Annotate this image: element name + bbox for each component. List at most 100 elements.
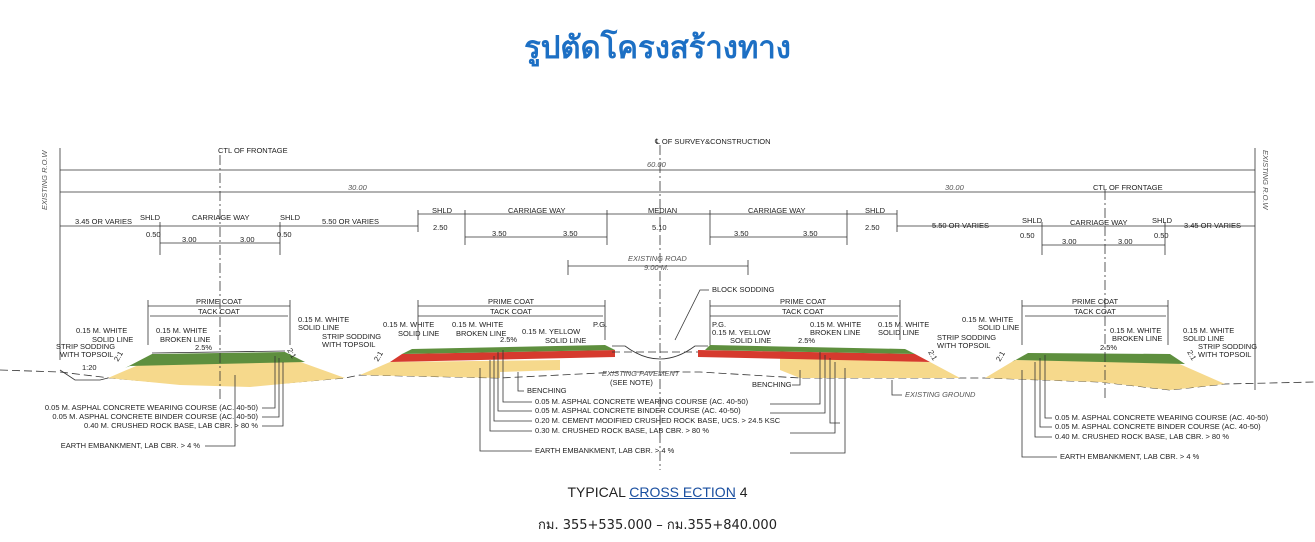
lc-yellow-1: 0.15 M. YELLOW xyxy=(522,327,581,336)
left-half-width: 30.00 xyxy=(348,183,368,192)
right-tack-coat: TACK COAT xyxy=(1074,307,1116,316)
lc-crushed: 0.30 M. CRUSHED ROCK BASE, LAB CBR. > 80… xyxy=(535,426,709,435)
left-tack-coat: TACK COAT xyxy=(198,307,240,316)
l-sodding-r-2: WITH TOPSOIL xyxy=(322,340,375,349)
left-shld-a-width: 0.50 xyxy=(146,230,161,239)
lc-white-solid-2: SOLID LINE xyxy=(398,329,439,338)
right-shld-b: SHLD xyxy=(1152,216,1173,225)
leader xyxy=(792,370,801,386)
lc-shld: SHLD xyxy=(432,206,453,215)
lc-white-broken-1: 0.15 M. WHITE xyxy=(452,320,503,329)
left-surface xyxy=(151,350,286,354)
left-shld-b-width: 0.50 xyxy=(277,230,292,239)
r-white-solid-r-1: 0.15 M. WHITE xyxy=(1183,326,1234,335)
r-slope: 2.5% xyxy=(1100,343,1117,352)
right-half-width: 30.00 xyxy=(945,183,965,192)
rc-shld-width: 2.50 xyxy=(865,223,880,232)
l-wearing: 0.05 M. ASPHAL CONCRETE WEARING COURSE (… xyxy=(45,403,259,412)
leader xyxy=(829,358,840,424)
l-binder: 0.05 M. ASPHAL CONCRETE BINDER COURSE (A… xyxy=(52,412,258,421)
median-depression xyxy=(612,345,708,360)
cross-section-link[interactable]: CROSS ECTION xyxy=(629,484,736,500)
right-carriage-way: CARRIAGE WAY xyxy=(1070,218,1128,227)
leader xyxy=(489,360,532,432)
leader xyxy=(262,358,280,418)
rc-coats: PRIME COAT TACK COAT xyxy=(709,297,901,345)
lc-coats: PRIME COAT TACK COAT xyxy=(417,297,606,340)
leader xyxy=(479,368,532,452)
right-shld-b-width: 0.50 xyxy=(1154,231,1169,240)
right-coats: PRIME COAT TACK COAT xyxy=(1021,297,1169,345)
lc-lane-2: 3.50 xyxy=(563,229,578,238)
rc-sodding-1: STRIP SODDING xyxy=(937,333,996,342)
r-white-solid-2: SOLID LINE xyxy=(978,323,1019,332)
rc-benching: BENCHING xyxy=(752,380,792,389)
leader xyxy=(1034,362,1052,438)
rc-prime-coat: PRIME COAT xyxy=(780,297,827,306)
leader xyxy=(770,352,821,405)
l-ditch-slope: 1:20 xyxy=(82,363,97,372)
leader xyxy=(1039,358,1052,428)
left-shld-a: SHLD xyxy=(140,213,161,222)
existing-ground-label: EXISTING GROUND xyxy=(905,390,976,399)
rc-lane-2: 3.50 xyxy=(803,229,818,238)
l-crushed: 0.40 M. CRUSHED ROCK BASE, LAB CBR. > 80… xyxy=(84,421,258,430)
r-white-solid-1: 0.15 M. WHITE xyxy=(962,315,1013,324)
km-range: กม. 355+535.000 – กม.355+840.000 xyxy=(538,518,777,533)
lc-benching: BENCHING xyxy=(527,386,567,395)
lc-white-broken-2: BROKEN LINE xyxy=(456,329,506,338)
leader xyxy=(262,362,284,427)
lc-binder: 0.05 M. ASPHAL CONCRETE BINDER COURSE (A… xyxy=(535,406,741,415)
r-sodding-1: STRIP SODDING xyxy=(1198,342,1257,351)
rc-lane-1: 3.50 xyxy=(734,229,749,238)
existing-road-width: 9.00 M. xyxy=(644,263,669,272)
existing-road-label: EXISTING ROAD xyxy=(628,254,687,263)
r-earth: EARTH EMBANKMENT, LAB CBR. > 4 % xyxy=(1060,452,1200,461)
rc-sodding-2: WITH TOPSOIL xyxy=(937,341,990,350)
left-outer-varies: 3.45 OR VARIES xyxy=(75,217,132,226)
right-asphalt-layer xyxy=(1012,353,1185,364)
left-lane-1: 3.00 xyxy=(182,235,197,244)
caption-prefix: TYPICAL xyxy=(567,484,630,500)
left-prime-coat: PRIME COAT xyxy=(196,297,243,306)
left-shld-b: SHLD xyxy=(280,213,301,222)
l-white-solid-2: SOLID LINE xyxy=(92,335,133,344)
lc-wearing: 0.05 M. ASPHAL CONCRETE WEARING COURSE (… xyxy=(535,397,749,406)
rc-tack-coat: TACK COAT xyxy=(782,307,824,316)
right-outer-varies: 3.45 OR VARIES xyxy=(1184,221,1241,230)
right-row-label: EXISTING R.O.W xyxy=(1261,150,1270,211)
page-title: รูปตัดโครงสร้างทาง xyxy=(524,30,791,66)
rc-asphalt-layer xyxy=(705,345,915,354)
left-ctl-label: CTL OF FRONTAGE xyxy=(218,146,288,155)
left-asphalt-layer xyxy=(125,352,305,368)
leader xyxy=(497,352,532,412)
right-lane-2: 3.00 xyxy=(1118,237,1133,246)
lc-prime-coat: PRIME COAT xyxy=(488,297,535,306)
rc-yellow-1: 0.15 M. YELLOW xyxy=(712,328,771,337)
lc-earth: EARTH EMBANKMENT, LAB CBR. > 4 % xyxy=(535,446,675,455)
l-white-solid-1: 0.15 M. WHITE xyxy=(76,326,127,335)
rc-yellow-2: SOLID LINE xyxy=(730,336,771,345)
total-width: 60.00 xyxy=(647,160,667,169)
lc-pg: P.G. xyxy=(593,320,607,329)
figure-caption: TYPICAL CROSS ECTION 4 xyxy=(0,484,1315,500)
left-lane-2: 3.00 xyxy=(240,235,255,244)
r-wearing: 0.05 M. ASPHAL CONCRETE WEARING COURSE (… xyxy=(1055,413,1269,422)
leader xyxy=(674,289,709,341)
l-white-broken-1: 0.15 M. WHITE xyxy=(156,326,207,335)
right-shld-a-width: 0.50 xyxy=(1020,231,1035,240)
leader xyxy=(770,355,826,414)
lc-slope: 2.5% xyxy=(500,335,517,344)
rc-white-broken-2: BROKEN LINE xyxy=(810,328,860,337)
centerline-label: ℄ OF SURVEY&CONSTRUCTION xyxy=(654,137,771,146)
lc-asphalt-layer xyxy=(402,345,615,354)
leader xyxy=(493,356,532,422)
l-white-broken-2: BROKEN LINE xyxy=(160,335,210,344)
l-earth: EARTH EMBANKMENT, LAB CBR. > 4 % xyxy=(61,441,201,450)
rc-base-layer xyxy=(698,350,930,362)
rc-shld: SHLD xyxy=(865,206,886,215)
l-sodding-r-1: STRIP SODDING xyxy=(322,332,381,341)
left-embankment xyxy=(108,360,345,387)
r-white-solid-r-2: SOLID LINE xyxy=(1183,334,1224,343)
